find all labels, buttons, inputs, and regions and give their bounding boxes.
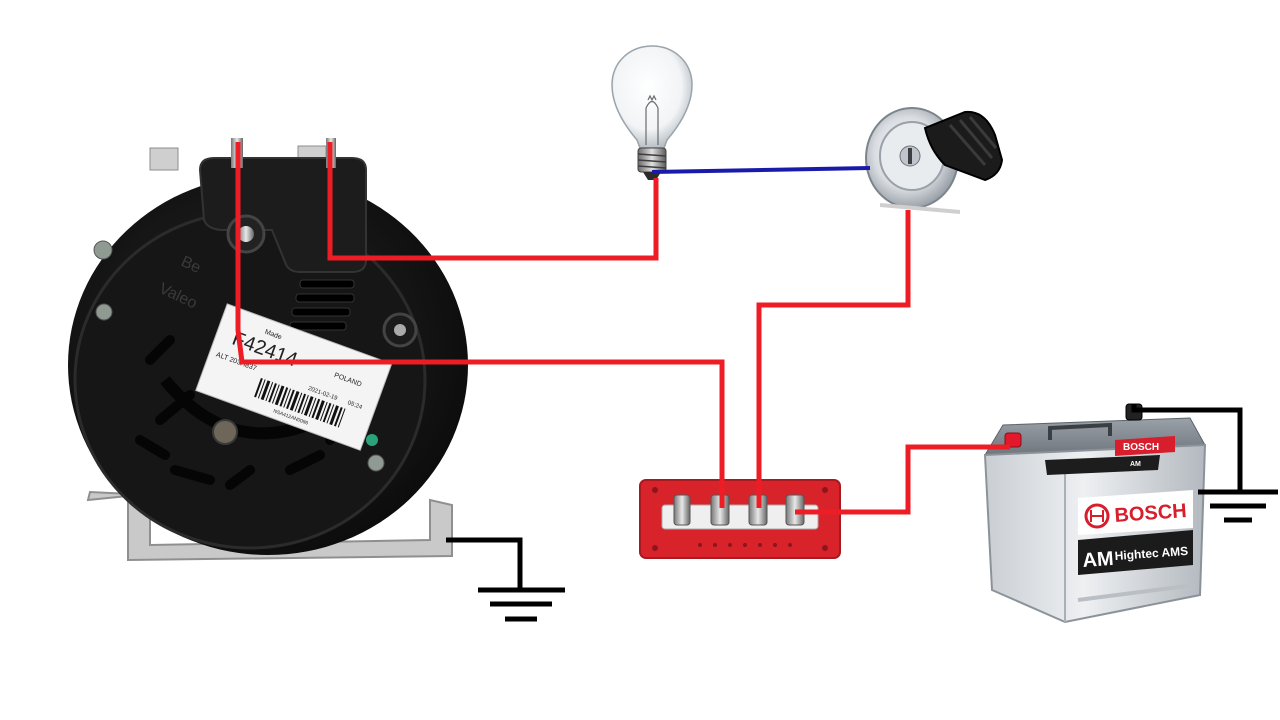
battery-bottom-stripe	[1077, 583, 1196, 602]
alternator-housing-text-1: Be	[178, 253, 203, 277]
busbar-stud-1	[673, 494, 691, 526]
ignition-switch-mount	[879, 203, 961, 214]
battery-positive-terminal	[1004, 432, 1022, 448]
wires	[235, 142, 1243, 590]
wire-battery-ground	[1131, 404, 1243, 492]
alternator-bolt-2	[95, 303, 113, 321]
alternator-label-time: 05:24	[347, 400, 364, 411]
wire-b-plus-to-busbar	[235, 142, 725, 508]
alternator-green-dot	[366, 434, 378, 446]
alternator-bolt-3	[367, 454, 385, 472]
alternator-terminal-block	[198, 157, 367, 273]
battery-top-tag: AM	[1130, 461, 1141, 468]
battery-model-panel	[1078, 530, 1193, 575]
battery-bosch-logo-mark	[1090, 510, 1104, 522]
bulb-thread	[637, 153, 667, 169]
battery-top-brand-plate	[1115, 436, 1175, 456]
bulb-glass	[611, 45, 693, 149]
battery-brand-large: BOSCH	[1114, 500, 1188, 527]
busbar-holes	[652, 487, 828, 551]
battery-brand-small: BOSCH	[1123, 442, 1159, 453]
ignition-switch-key-grip	[948, 116, 998, 166]
alternator-label-barcode	[254, 377, 346, 428]
busbar-strip	[661, 504, 819, 530]
bulb-icon	[611, 45, 693, 180]
battery-handle	[1048, 422, 1112, 440]
wire-switch-to-busbar	[756, 210, 911, 508]
alternator-bolt-4-center	[394, 324, 406, 336]
ignition-switch-icon	[865, 107, 1004, 214]
alternator-b-plus-stud	[238, 226, 254, 242]
bulb-filament	[645, 94, 659, 145]
battery-bosch-logo	[1084, 503, 1110, 529]
alternator-bolt-1	[93, 240, 113, 260]
battery-badge: AM	[1082, 548, 1115, 572]
wire-alternator-ground	[446, 537, 523, 590]
battery-model: Hightec AMS	[1114, 544, 1188, 563]
battery-top-label	[1045, 455, 1160, 475]
ignition-switch-slot	[908, 148, 912, 164]
battery-main-label: BOSCH AM Hightec AMS	[1078, 490, 1193, 575]
wire-bulb-to-switch	[651, 166, 871, 174]
alternator-shaft	[212, 419, 238, 445]
battery-icon: AM BOSCH BOSCH AM Hightec AMS	[983, 403, 1207, 624]
alternator-mount-top-left	[149, 147, 179, 171]
ground-symbol-icon	[478, 587, 565, 622]
wire-busbar-to-battery	[795, 444, 1010, 515]
ground-symbol-icon	[1198, 489, 1278, 523]
alternator: Be Valeo Made F42414 POLAND ALT 203H837 …	[68, 138, 468, 562]
wire-d-plus-to-bulb	[327, 142, 659, 261]
busbar-icon	[639, 479, 841, 559]
